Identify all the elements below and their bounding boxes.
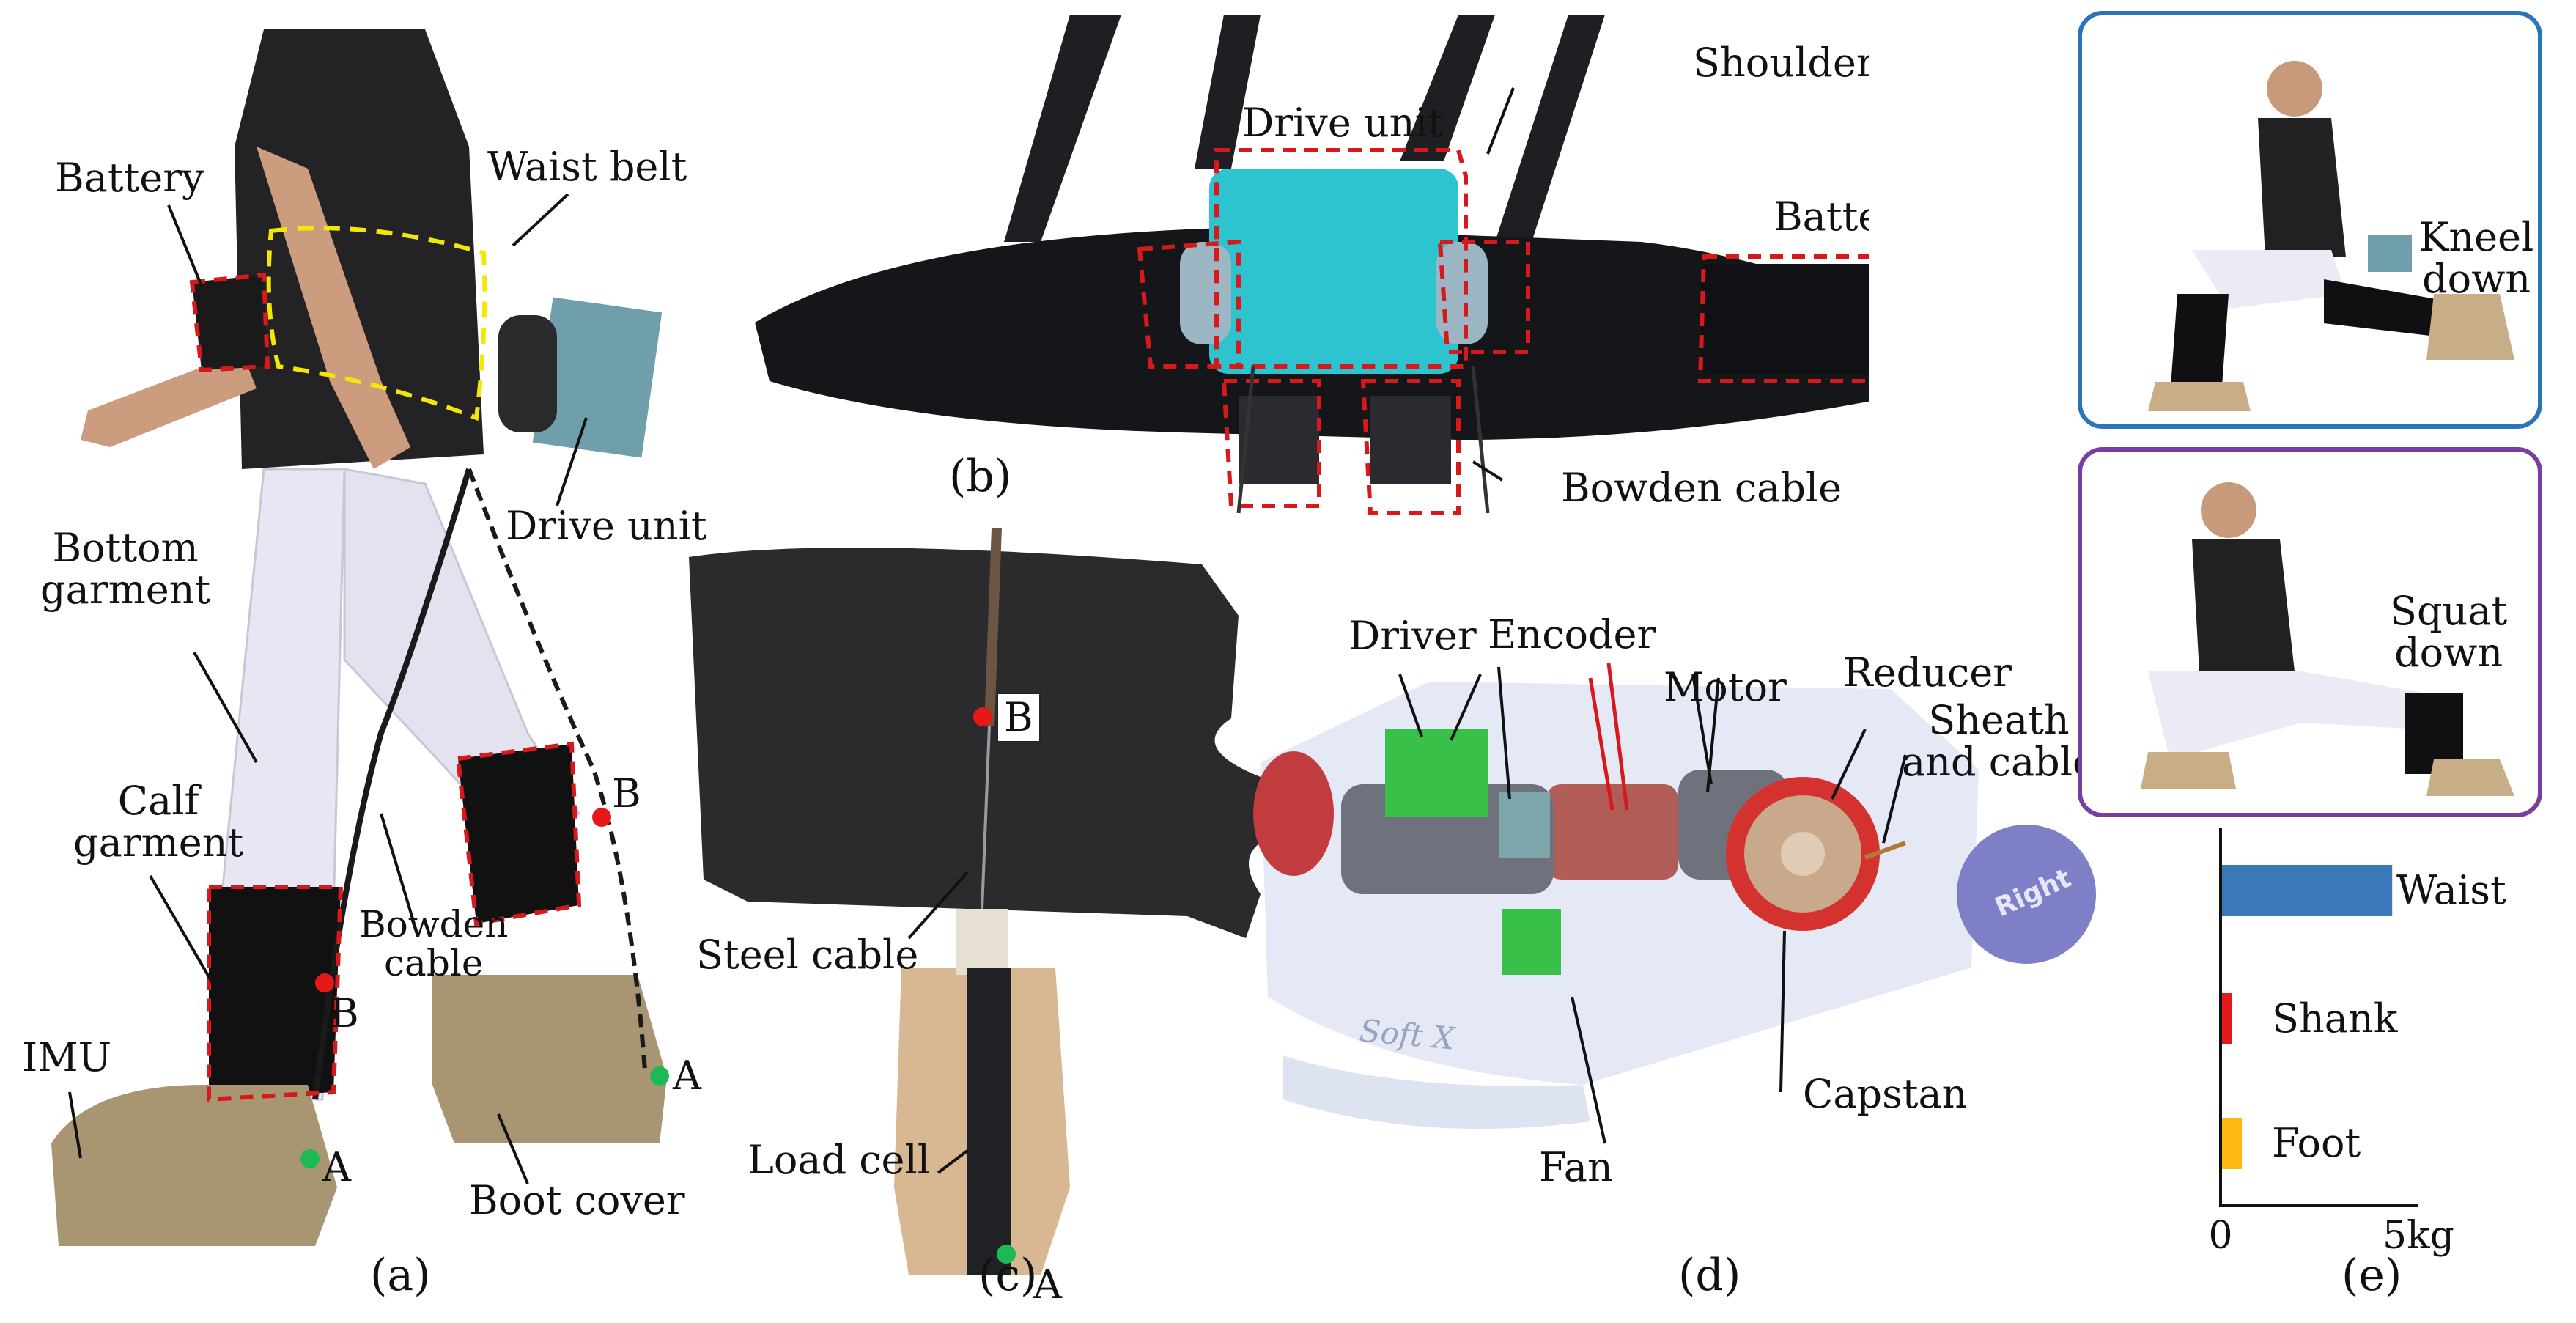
fan-red [1253, 751, 1334, 876]
panel-d-illustration [1253, 663, 2096, 1144]
drive-unit-motor [498, 315, 557, 432]
label-sheath-cable-line1: Sheath [1928, 697, 2070, 743]
label-battery-b: Battery [1774, 194, 1869, 240]
label-squat-line1: Squat [2390, 588, 2508, 634]
label-battery: Battery [55, 155, 204, 201]
label-bowden-cable: Bowden cable [359, 905, 508, 982]
panel-a: Battery Waist belt Drive unit Bottom gar… [0, 0, 740, 1323]
label-point-b-back: B [612, 770, 641, 817]
bar-shank [2222, 993, 2232, 1044]
label-reducer: Reducer [1843, 649, 2012, 696]
calf-garment-front-outline [207, 885, 344, 1102]
bar-waist [2222, 865, 2393, 916]
caption-e: (e) [2341, 1250, 2402, 1301]
fabric-sheet [689, 548, 1275, 938]
boot-back [432, 975, 667, 1143]
panel-d: Soft X Right Driver Encoder Motor Reduce… [1239, 586, 2096, 1323]
waist-belt-outline [266, 226, 487, 421]
label-fan: Fan [1539, 1144, 1613, 1190]
inset-squat-down: Squat down [2078, 447, 2542, 817]
label-bottom-garment-line1: Bottom [52, 525, 199, 571]
point-a-front [300, 1149, 320, 1168]
label-bowden-cable-line2: cable [384, 941, 484, 984]
point-a-back [650, 1066, 669, 1086]
point-a-c [997, 1245, 1016, 1264]
label-squat-line2: down [2394, 629, 2503, 676]
label-kneel-line2: down [2422, 255, 2531, 302]
label-drive-unit-b: Drive unit [1242, 100, 1444, 146]
right-cap [1957, 825, 2096, 964]
drive-unit-teal [1209, 169, 1458, 374]
panel-b-illustration [755, 15, 1869, 515]
kneel-figure [2148, 61, 2514, 411]
label-encoder: Encoder [1488, 611, 1656, 657]
label-shoulder-belt: Shoulder belt [1693, 40, 1869, 86]
calf-garment-back [458, 744, 579, 924]
point-b-back [592, 808, 611, 827]
point-b-c [973, 707, 992, 726]
point-b-front [315, 973, 334, 992]
label-bowden-cable-b: Bowden cable [1561, 465, 1842, 511]
bar-foot [2222, 1118, 2242, 1169]
caption-b: (b) [949, 451, 1012, 502]
battery-pack [1700, 264, 1869, 374]
label-motor: Motor [1664, 664, 1787, 710]
label-calf-garment-line2: garment [73, 819, 244, 866]
bowden-cable-line-2 [467, 468, 647, 1071]
label-steel-cable: Steel cable [696, 932, 919, 978]
panel-a-illustration [51, 29, 667, 1246]
drive-unit-box [532, 297, 663, 458]
label-sheath-cable: Sheath and cable [1902, 697, 2096, 785]
label-point-b-c: B [997, 693, 1041, 742]
arm [257, 147, 410, 469]
bar-label-shank: Shank [2272, 995, 2399, 1042]
caption-d: (d) [1678, 1250, 1741, 1301]
label-point-a-front: A [322, 1144, 351, 1190]
encoder-block [1499, 792, 1550, 858]
forearm-left [81, 352, 257, 447]
bar-label-foot: Foot [2272, 1120, 2361, 1166]
calf-garment-front [209, 887, 341, 1099]
label-kneel-line1: Kneel [2419, 214, 2534, 260]
driver-pcb [1385, 729, 1488, 817]
x-tick-label: 0 [2208, 1214, 2232, 1258]
label-point-a-c: A [1033, 1261, 1062, 1308]
label-point-a-back: A [673, 1053, 701, 1099]
label-bowden-cable-line1: Bowden [359, 903, 509, 946]
caption-c: (c) [978, 1250, 1038, 1301]
bar-label-waist: Waist [2396, 867, 2506, 913]
label-bottom-garment: Bottom garment [40, 525, 211, 613]
battery-outline [189, 272, 270, 373]
squat-figure [2141, 482, 2514, 796]
label-squat: Squat down [2390, 588, 2508, 676]
panel-c-illustration [689, 528, 1275, 1275]
label-drive-unit: Drive unit [506, 503, 707, 549]
panel-b: Drive unit Shoulder belt Battery Bowden … [726, 0, 1869, 557]
label-waist-belt: Waist belt [487, 144, 687, 190]
chart-axes [2219, 828, 2418, 1207]
label-calf-garment-line1: Calf [117, 778, 199, 824]
panel-c: B A Steel cable Load cell [674, 528, 1275, 1323]
label-capstan: Capstan [1803, 1071, 1968, 1117]
label-driver: Driver [1348, 613, 1477, 659]
label-sheath-cable-line2: and cable [1902, 738, 2096, 785]
label-imu: IMU [22, 1034, 112, 1080]
label-kneel: Kneel down [2419, 214, 2534, 302]
motor-body [1546, 784, 1678, 880]
boot-front [51, 1085, 337, 1246]
label-case-text: Soft X [1358, 1012, 1456, 1057]
label-load-cell: Load cell [748, 1137, 931, 1183]
label-bottom-garment-line2: garment [40, 566, 211, 613]
calf-garment-back-outline [455, 741, 582, 926]
bowden-cable-line [312, 468, 472, 1100]
torso [235, 29, 484, 469]
inset-kneel-down: Kneel down [2078, 11, 2542, 429]
label-calf-garment: Calf garment [73, 778, 244, 866]
caption-a: (a) [370, 1250, 431, 1301]
label-point-b-front: B [330, 990, 359, 1036]
label-boot-cover: Boot cover [469, 1177, 685, 1223]
